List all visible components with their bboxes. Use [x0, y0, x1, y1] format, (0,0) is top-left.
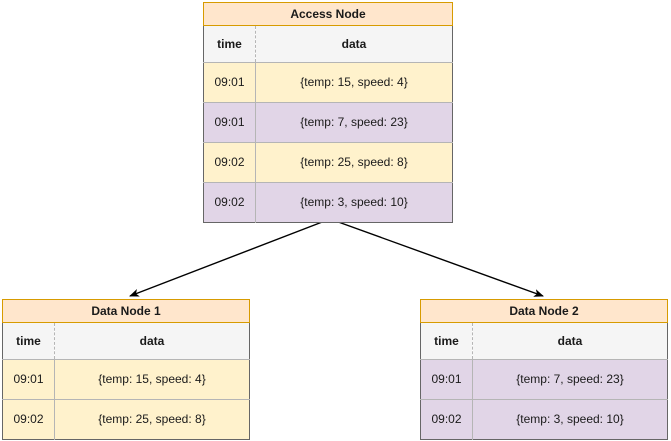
cell-data: {temp: 7, speed: 23}	[255, 102, 453, 143]
cell-data: {temp: 3, speed: 10}	[472, 399, 668, 439]
cell-time: 09:02	[203, 142, 256, 183]
cell-time: 09:01	[2, 359, 55, 400]
cell-time: 09:02	[203, 182, 256, 222]
node-access-table: time data 09:01 {temp: 15, speed: 4} 09:…	[203, 26, 453, 223]
column-header-data: data	[472, 323, 668, 360]
cell-time: 09:01	[203, 102, 256, 143]
node-access-title: Access Node	[203, 2, 453, 26]
cell-time: 09:01	[203, 62, 256, 103]
connector-access-to-data-node-2	[329, 218, 544, 297]
cell-data: {temp: 15, speed: 4}	[255, 62, 453, 103]
column-header-data: data	[255, 26, 453, 63]
node-access[interactable]: Access Node time data 09:01 {temp: 15, s…	[203, 2, 453, 223]
table-row[interactable]: 09:01 {temp: 7, speed: 23}	[203, 102, 453, 143]
table-row[interactable]: 09:01 {temp: 15, speed: 4}	[2, 359, 250, 400]
column-header-time: time	[2, 323, 55, 360]
column-header-data: data	[54, 323, 250, 360]
column-header-time: time	[420, 323, 473, 360]
table-row[interactable]: 09:01 {temp: 15, speed: 4}	[203, 62, 453, 103]
cell-data: {temp: 25, speed: 8}	[54, 399, 250, 439]
node-data-node-1-title: Data Node 1	[2, 299, 250, 323]
cell-time: 09:02	[2, 399, 55, 439]
table-header-row: time data	[203, 26, 453, 63]
cell-time: 09:01	[420, 359, 473, 400]
connector-access-to-data-node-1	[129, 218, 331, 297]
node-data-node-2-title: Data Node 2	[420, 299, 668, 323]
node-data-node-2[interactable]: Data Node 2 time data 09:01 {temp: 7, sp…	[420, 299, 668, 440]
node-data-node-2-table: time data 09:01 {temp: 7, speed: 23} 09:…	[420, 323, 668, 440]
table-row[interactable]: 09:02 {temp: 3, speed: 10}	[203, 182, 453, 222]
node-data-node-1-table: time data 09:01 {temp: 15, speed: 4} 09:…	[2, 323, 250, 440]
table-row[interactable]: 09:02 {temp: 3, speed: 10}	[420, 399, 668, 439]
table-row[interactable]: 09:02 {temp: 25, speed: 8}	[203, 142, 453, 183]
cell-time: 09:02	[420, 399, 473, 439]
cell-data: {temp: 3, speed: 10}	[255, 182, 453, 222]
cell-data: {temp: 7, speed: 23}	[472, 359, 668, 400]
table-row[interactable]: 09:02 {temp: 25, speed: 8}	[2, 399, 250, 439]
column-header-time: time	[203, 26, 256, 63]
table-row[interactable]: 09:01 {temp: 7, speed: 23}	[420, 359, 668, 400]
cell-data: {temp: 15, speed: 4}	[54, 359, 250, 400]
cell-data: {temp: 25, speed: 8}	[255, 142, 453, 183]
table-header-row: time data	[420, 323, 668, 360]
table-header-row: time data	[2, 323, 250, 360]
node-data-node-1[interactable]: Data Node 1 time data 09:01 {temp: 15, s…	[2, 299, 250, 440]
